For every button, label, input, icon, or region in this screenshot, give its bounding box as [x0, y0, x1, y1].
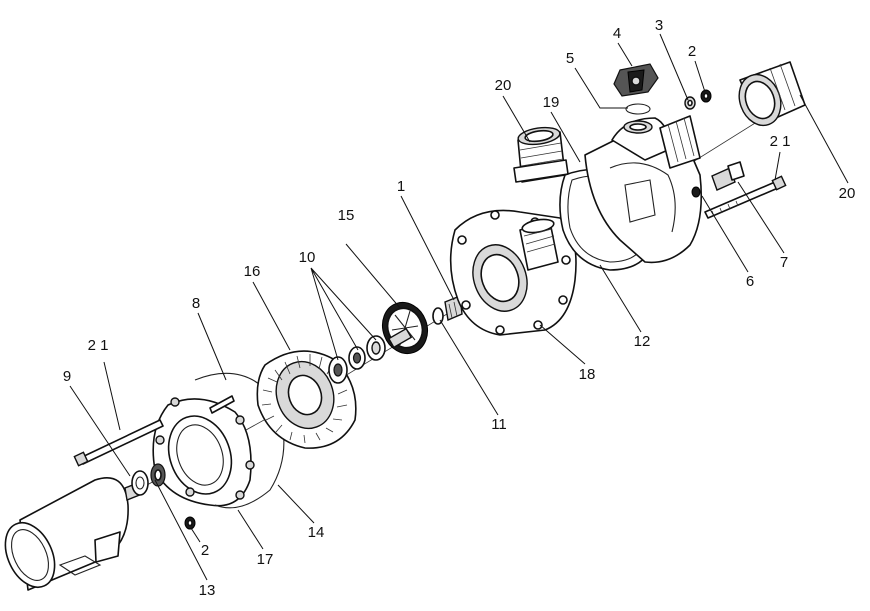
callout-20-right: 20 — [839, 185, 856, 202]
o-ring-5 — [625, 103, 651, 115]
drain-plug — [613, 63, 659, 97]
plug-7 — [691, 161, 745, 198]
callout-20-top: 20 — [495, 77, 512, 94]
motor — [4, 477, 143, 591]
suction-port — [513, 126, 569, 183]
o-ring-and-fitting — [432, 295, 463, 325]
callout-1: 1 — [397, 178, 405, 195]
impeller — [381, 301, 429, 355]
callout-5: 5 — [566, 50, 574, 67]
callout-8: 8 — [192, 295, 200, 312]
callout-21-right: 2 1 — [770, 133, 791, 150]
callout-16: 16 — [244, 263, 261, 280]
pump-body — [584, 115, 703, 264]
callout-19: 19 — [543, 94, 560, 111]
callout-15: 15 — [338, 207, 355, 224]
washer-nut-top — [684, 89, 712, 110]
callout-21-left: 2 1 — [88, 337, 109, 354]
callout-14: 14 — [308, 524, 325, 541]
callout-2-top: 2 — [688, 43, 696, 60]
callout-10: 10 — [299, 249, 316, 266]
washer-seal-left — [131, 463, 166, 496]
seal-plate — [152, 397, 255, 507]
callout-4: 4 — [613, 25, 621, 42]
bolt-8 — [209, 395, 235, 414]
callout-13: 13 — [199, 582, 216, 599]
callout-2-bottom: 2 — [201, 542, 209, 559]
callout-7: 7 — [780, 254, 788, 271]
volute-housing — [449, 209, 577, 336]
nut-lower — [184, 516, 196, 530]
callout-17: 17 — [257, 551, 274, 568]
callout-labels: 1 2 2 3 4 5 6 7 8 9 10 11 12 13 14 15 16… — [63, 17, 856, 599]
callout-3: 3 — [655, 17, 663, 34]
callout-11: 11 — [491, 416, 507, 433]
seal-rings — [328, 335, 386, 384]
bolt-left — [73, 419, 164, 467]
callout-18: 18 — [579, 366, 596, 383]
callout-12: 12 — [634, 333, 651, 350]
callout-6: 6 — [746, 273, 754, 290]
union-nut — [738, 61, 806, 127]
callout-9: 9 — [63, 368, 71, 385]
leader-lines — [69, 33, 849, 581]
